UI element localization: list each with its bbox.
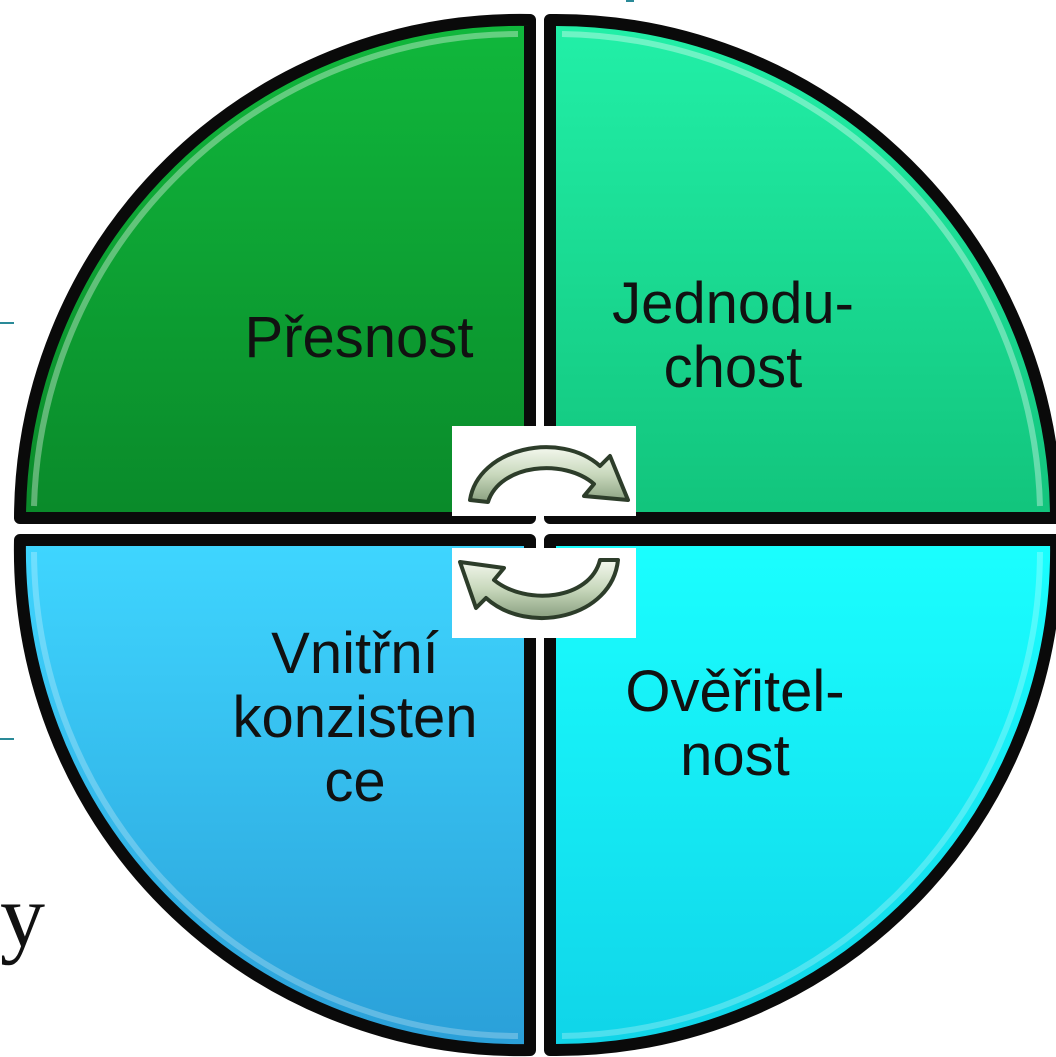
label-presnost: Přesnost <box>214 306 504 370</box>
segment-vnitrni-konzistence <box>13 534 536 1057</box>
background-letter: y <box>0 867 45 966</box>
label-line: konzisten <box>232 685 478 750</box>
label-line: chost <box>663 335 803 400</box>
background-rule-corner <box>626 0 634 2</box>
background-rule-top <box>0 322 14 324</box>
label-line: Jednodu- <box>612 271 854 336</box>
cycle-arrow-top-icon <box>468 445 630 504</box>
label-vnitrni-konzistence: Vnitřní konzisten ce <box>190 622 520 814</box>
label-line: ce <box>324 749 386 814</box>
label-overitelnost: Ověřitel- nost <box>590 660 880 788</box>
segment-overitelnost <box>544 534 1056 1057</box>
label-line: Vnitřní <box>271 621 439 686</box>
segment-jednoduchost <box>544 13 1056 524</box>
label-line: Přesnost <box>244 305 474 370</box>
label-line: Ověřitel- <box>625 659 845 724</box>
cycle-arrow-bottom-icon <box>458 558 620 620</box>
background-rule-bottom <box>0 738 14 740</box>
label-line: nost <box>680 723 790 788</box>
label-jednoduchost: Jednodu- chost <box>578 272 888 400</box>
segment-presnost <box>14 13 536 524</box>
